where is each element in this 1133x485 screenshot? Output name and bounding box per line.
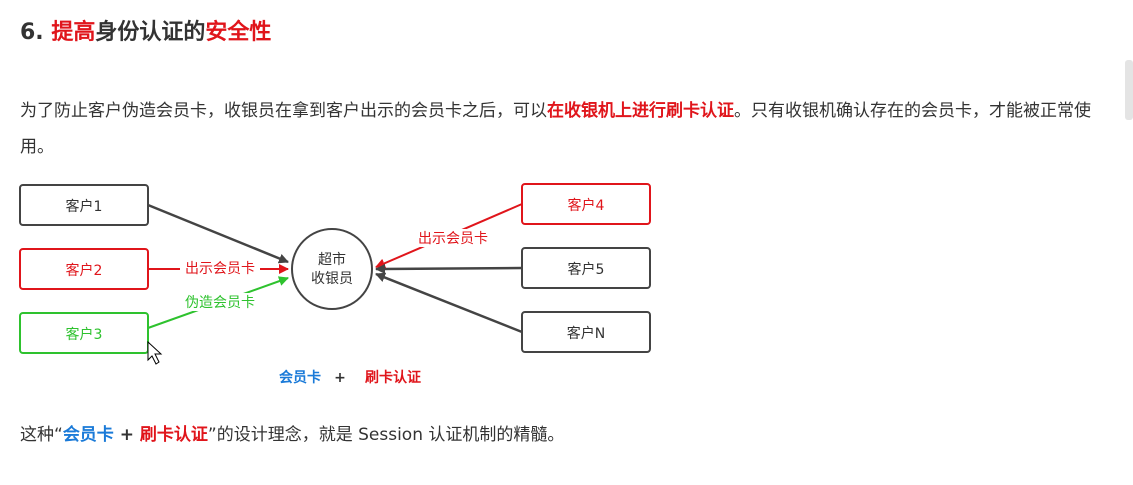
heading-part-emphasis: 提高 [51, 20, 96, 45]
customer-box-5 [521, 247, 651, 289]
intro-text-end: 。只有收银机确认存在的会员卡，才能被正常使用。 [20, 101, 1091, 157]
customer-box-3 [19, 312, 149, 354]
mouse-cursor-icon [147, 340, 163, 365]
arrow-c5-to-cashier [375, 263, 523, 274]
cashier-line1: 超市 [318, 251, 346, 268]
summary-line: 这种“会员卡 + 刷卡认证”的设计理念，就是 Session 认证机制的精髓。 [20, 420, 564, 445]
label-show-card-right: 出示会员卡 [418, 231, 488, 247]
cashier-node [291, 228, 373, 310]
arrow-c1-to-cashier [147, 203, 289, 264]
legend-card: 会员卡 [279, 369, 321, 386]
summary-text-end: ”的设计理念，就是 Session 认证机制的精髓。 [207, 425, 565, 445]
customer-box-n [521, 311, 651, 353]
section-heading: 6. 提高身份认证的安全性 [20, 14, 271, 46]
customer-2-label: 客户2 [66, 262, 103, 279]
intro-paragraph: 为了防止客户伪造会员卡，收银员在拿到客户出示的会员卡之后，可以在收银机上进行刷卡… [20, 93, 1120, 165]
summary-plus: + [113, 425, 140, 445]
customer-5-label: 客户5 [568, 261, 605, 278]
customer-n-label: 客户N [567, 325, 605, 342]
summary-card: 会员卡 [62, 425, 114, 445]
session-diagram: 出示会员卡 伪造会员卡 出示会员卡 客户1 客户2 客户3 超市 收银员 客户4… [19, 183, 651, 386]
scrollbar[interactable] [1125, 60, 1133, 120]
label-show-card-left: 出示会员卡 [185, 261, 255, 277]
cashier-line2: 收银员 [311, 271, 353, 287]
customer-3-label: 客户3 [66, 326, 103, 343]
intro-text-start: 为了防止客户伪造会员卡，收银员在拿到客户出示的会员卡之后，可以 [20, 101, 547, 121]
heading-number: 6. [20, 20, 44, 45]
legend-plus: + [334, 370, 346, 386]
summary-text-start: 这种“ [20, 425, 63, 445]
summary-auth: 刷卡认证 [139, 425, 208, 445]
customer-box-2 [19, 248, 149, 290]
arrow-cn-to-cashier [375, 272, 523, 334]
heading-part-middle: 身份认证的 [95, 20, 206, 45]
heading-part-security: 安全性 [205, 20, 272, 45]
customer-box-1 [19, 184, 149, 226]
legend-auth: 刷卡认证 [365, 369, 421, 386]
customer-1-label: 客户1 [66, 198, 103, 215]
customer-4-label: 客户4 [568, 197, 605, 214]
label-fake-card: 伪造会员卡 [185, 295, 255, 311]
customer-box-4 [521, 183, 651, 225]
intro-highlight: 在收银机上进行刷卡认证 [547, 101, 734, 121]
